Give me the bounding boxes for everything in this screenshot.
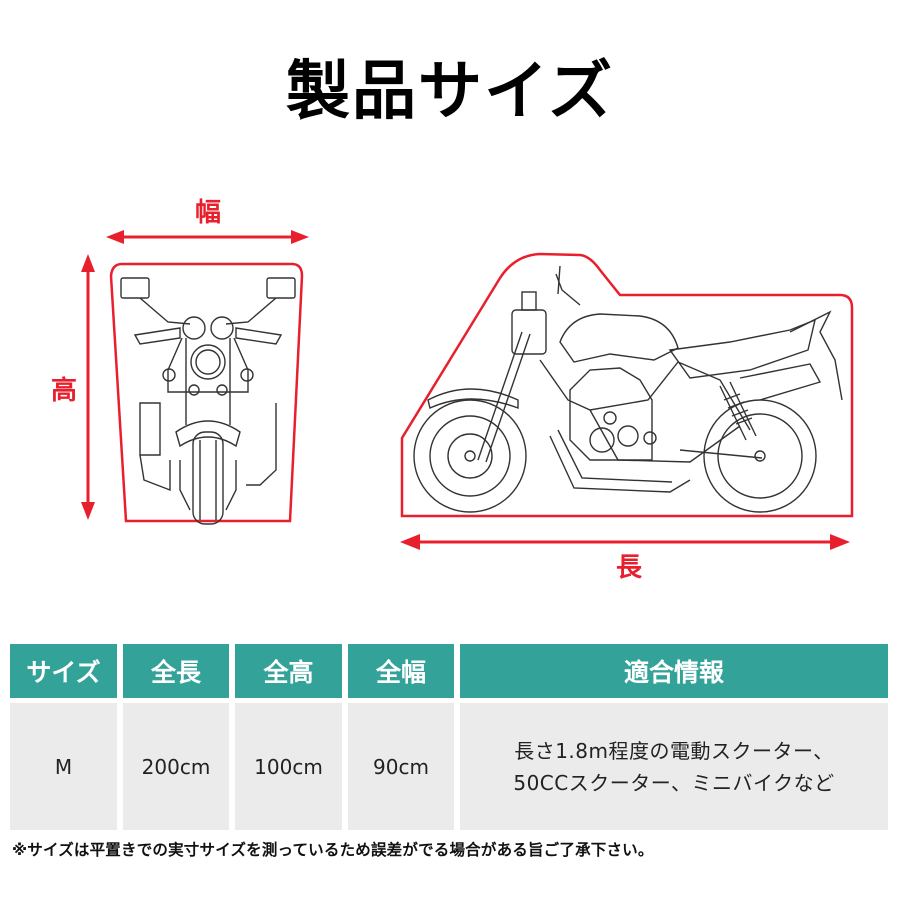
front-view-diagram (81, 230, 309, 525)
height-arrow-icon (81, 254, 95, 520)
height-label: 高 (51, 376, 78, 406)
cell-height: 100cm (235, 703, 342, 830)
cover-outline-front (109, 262, 304, 523)
fit-info-line-1: 長さ1.8m程度の電動スクーター、 (514, 738, 834, 763)
width-arrow-icon (106, 230, 309, 244)
motorcycle-front-icon (120, 277, 296, 525)
footnote: ※サイズは平置きでの実寸サイズを測っているため誤差がでる場合がある旨ご了承下さい… (12, 841, 654, 859)
header-size: サイズ (10, 644, 117, 698)
cell-fit-info: 長さ1.8m程度の電動スクーター、 50CCスクーター、ミニバイクなど (460, 703, 888, 830)
fit-info-line-2: 50CCスクーター、ミニバイクなど (513, 770, 835, 795)
side-view-diagram (400, 252, 854, 550)
header-height: 全高 (235, 644, 342, 698)
page-title: 製品サイズ (285, 55, 615, 129)
cell-width: 90cm (348, 703, 454, 830)
length-label: 長 (616, 553, 643, 583)
cell-size: M (10, 703, 117, 830)
cover-outline-side (400, 252, 854, 518)
width-label: 幅 (195, 198, 222, 228)
cell-length: 200cm (123, 703, 229, 830)
length-arrow-icon (400, 534, 850, 550)
header-fit-info: 適合情報 (460, 644, 888, 698)
header-length: 全長 (123, 644, 229, 698)
header-width: 全幅 (348, 644, 454, 698)
motorcycle-side-icon (413, 265, 843, 513)
